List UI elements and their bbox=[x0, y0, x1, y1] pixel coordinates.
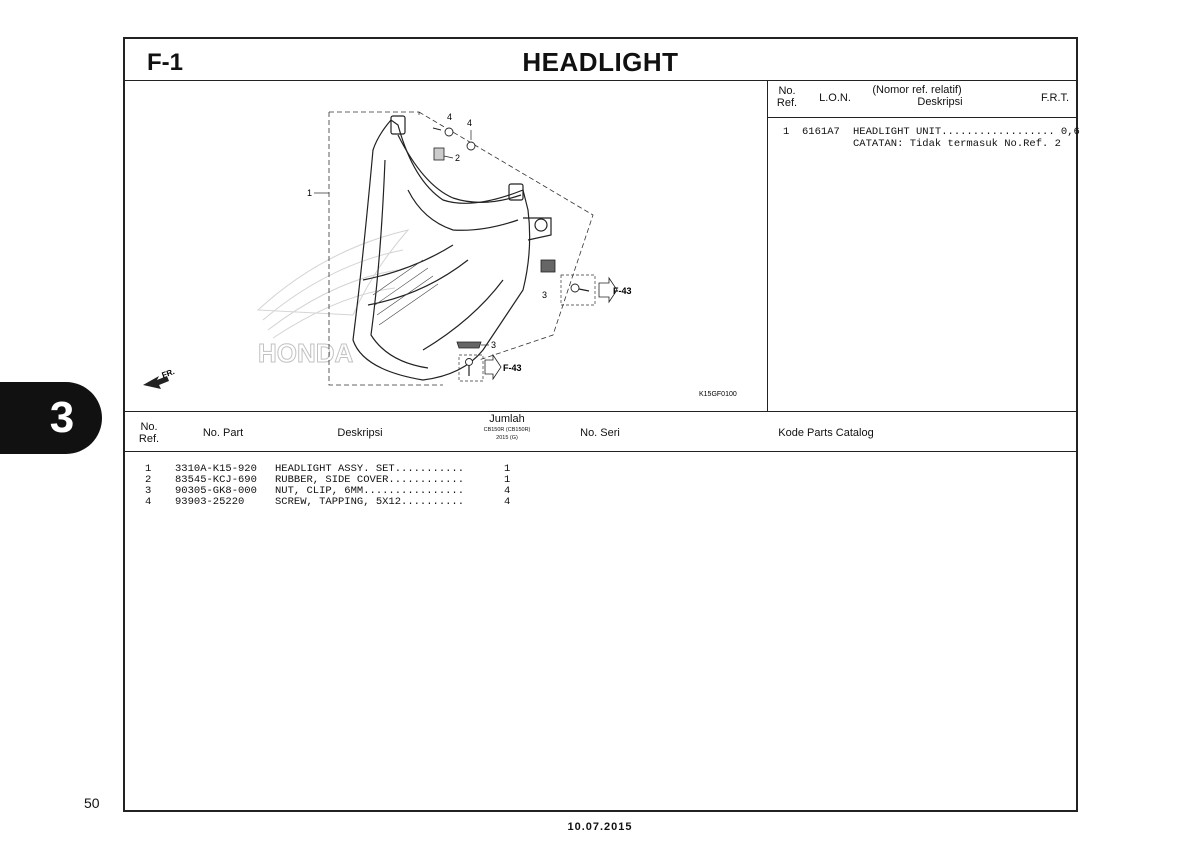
parts-row-desc: NUT, CLIP, 6MM................ bbox=[275, 485, 465, 497]
parts-row-ref: 2 bbox=[145, 474, 152, 486]
headlight-exploded-diagram: HONDA 1 2 4 4 3 F-43 3 bbox=[143, 111, 737, 398]
nut-clip bbox=[540, 259, 556, 273]
lon-header-no-ref: No. Ref. bbox=[776, 85, 798, 109]
watermark-text: HONDA bbox=[258, 338, 354, 368]
parts-header-bottom bbox=[125, 451, 1076, 452]
section-code: F-1 bbox=[147, 49, 183, 76]
callout-4: 4 bbox=[467, 118, 472, 128]
callout-3: 3 bbox=[542, 290, 547, 300]
parts-row: 2 83545-KCJ-690 RUBBER, SIDE COVER......… bbox=[125, 475, 555, 486]
parts-row: 4 93903-25220 SCREW, TAPPING, 5X12......… bbox=[125, 497, 555, 508]
lon-header-desc-top: (Nomor ref. relatif) bbox=[872, 84, 962, 96]
lens-hatching bbox=[372, 259, 439, 326]
ref-f43: F-43 bbox=[503, 363, 522, 373]
parts-row-desc: SCREW, TAPPING, 5X12.......... bbox=[275, 496, 465, 508]
publication-date: 10.07.2015 bbox=[567, 821, 633, 833]
lon-row-line1: HEADLIGHT UNIT.................. 0,6 bbox=[853, 126, 1080, 138]
lon-row-line2: CATATAN: Tidak termasuk No.Ref. 2 bbox=[853, 138, 1061, 150]
section-title: HEADLIGHT bbox=[522, 47, 679, 77]
ref-arrow-icon bbox=[484, 353, 502, 381]
parts-header-jumlah-year: 2015 (G) bbox=[496, 435, 518, 441]
parts-row-qty: 4 bbox=[504, 496, 511, 508]
screw-shank bbox=[432, 127, 442, 131]
ref-f43: F-43 bbox=[613, 286, 632, 296]
leader-line bbox=[443, 155, 454, 159]
ref-box bbox=[560, 274, 596, 306]
diagram-divider bbox=[767, 80, 768, 411]
lon-header-frt: F.R.T. bbox=[1040, 92, 1070, 104]
lon-header-lon: L.O.N. bbox=[819, 92, 851, 104]
parts-row-part: 3310A-K15-920 bbox=[175, 463, 257, 475]
callout-3: 3 bbox=[491, 340, 496, 350]
lon-row-ref: 1 bbox=[783, 126, 790, 138]
parts-row: 1 3310A-K15-920 HEADLIGHT ASSY. SET.....… bbox=[125, 464, 555, 475]
parts-row-part: 93903-25220 bbox=[175, 496, 245, 508]
bolt-icon bbox=[465, 358, 473, 366]
title-divider bbox=[125, 80, 1076, 81]
honda-wing-logo bbox=[256, 229, 410, 339]
ref-arrow-icon bbox=[598, 276, 618, 304]
parts-row-ref: 3 bbox=[145, 485, 152, 497]
screw-icon bbox=[466, 141, 476, 151]
callout-2: 2 bbox=[455, 153, 460, 163]
parts-row-ref: 1 bbox=[145, 463, 152, 475]
parts-header-no-seri: No. Seri bbox=[580, 427, 620, 439]
parts-header-top bbox=[125, 411, 1076, 412]
front-direction-label: FR. bbox=[161, 367, 176, 380]
rubber-side-cover bbox=[433, 147, 445, 161]
parts-row-desc: RUBBER, SIDE COVER............ bbox=[275, 474, 465, 486]
bolt-icon bbox=[570, 283, 580, 293]
parts-header-no-part: No. Part bbox=[202, 427, 244, 439]
chapter-tab: 3 bbox=[0, 382, 102, 454]
parts-row-qty: 4 bbox=[504, 485, 511, 497]
lon-header-desc: Deskripsi bbox=[917, 96, 963, 108]
callout-4: 4 bbox=[447, 112, 452, 122]
parts-row-part: 90305-GK8-000 bbox=[175, 485, 257, 497]
parts-header-no-ref: No. Ref. bbox=[138, 421, 160, 445]
parts-header-jumlah: Jumlah bbox=[489, 413, 525, 425]
catalog-frame: F-1 HEADLIGHT No. Ref. L.O.N. (Nomor ref… bbox=[123, 37, 1080, 812]
parts-row: 3 90305-GK8-000 NUT, CLIP, 6MM..........… bbox=[125, 486, 555, 497]
bolt-shank bbox=[578, 288, 590, 292]
parts-row-ref: 4 bbox=[145, 496, 152, 508]
parts-header-deskripsi: Deskripsi bbox=[337, 427, 383, 439]
screw-icon bbox=[444, 127, 454, 137]
nut-clip bbox=[456, 341, 482, 349]
front-direction-arrow-icon bbox=[143, 376, 169, 389]
parts-row-qty: 1 bbox=[504, 463, 511, 475]
ref-box bbox=[458, 354, 484, 382]
parts-row-desc: HEADLIGHT ASSY. SET........... bbox=[275, 463, 465, 475]
headlight-unit bbox=[352, 115, 552, 381]
parts-header-jumlah-model: CB150R (CB150R) bbox=[483, 427, 531, 433]
callout-1: 1 bbox=[307, 188, 312, 198]
lon-row-code: 6161A7 bbox=[802, 126, 840, 138]
parts-row-qty: 1 bbox=[504, 474, 511, 486]
diagram-code: K15GF0100 bbox=[699, 391, 737, 398]
lon-header-divider bbox=[767, 117, 1076, 118]
page-number: 50 bbox=[84, 795, 100, 811]
parts-header-kode: Kode Parts Catalog bbox=[778, 427, 874, 439]
parts-row-part: 83545-KCJ-690 bbox=[175, 474, 257, 486]
